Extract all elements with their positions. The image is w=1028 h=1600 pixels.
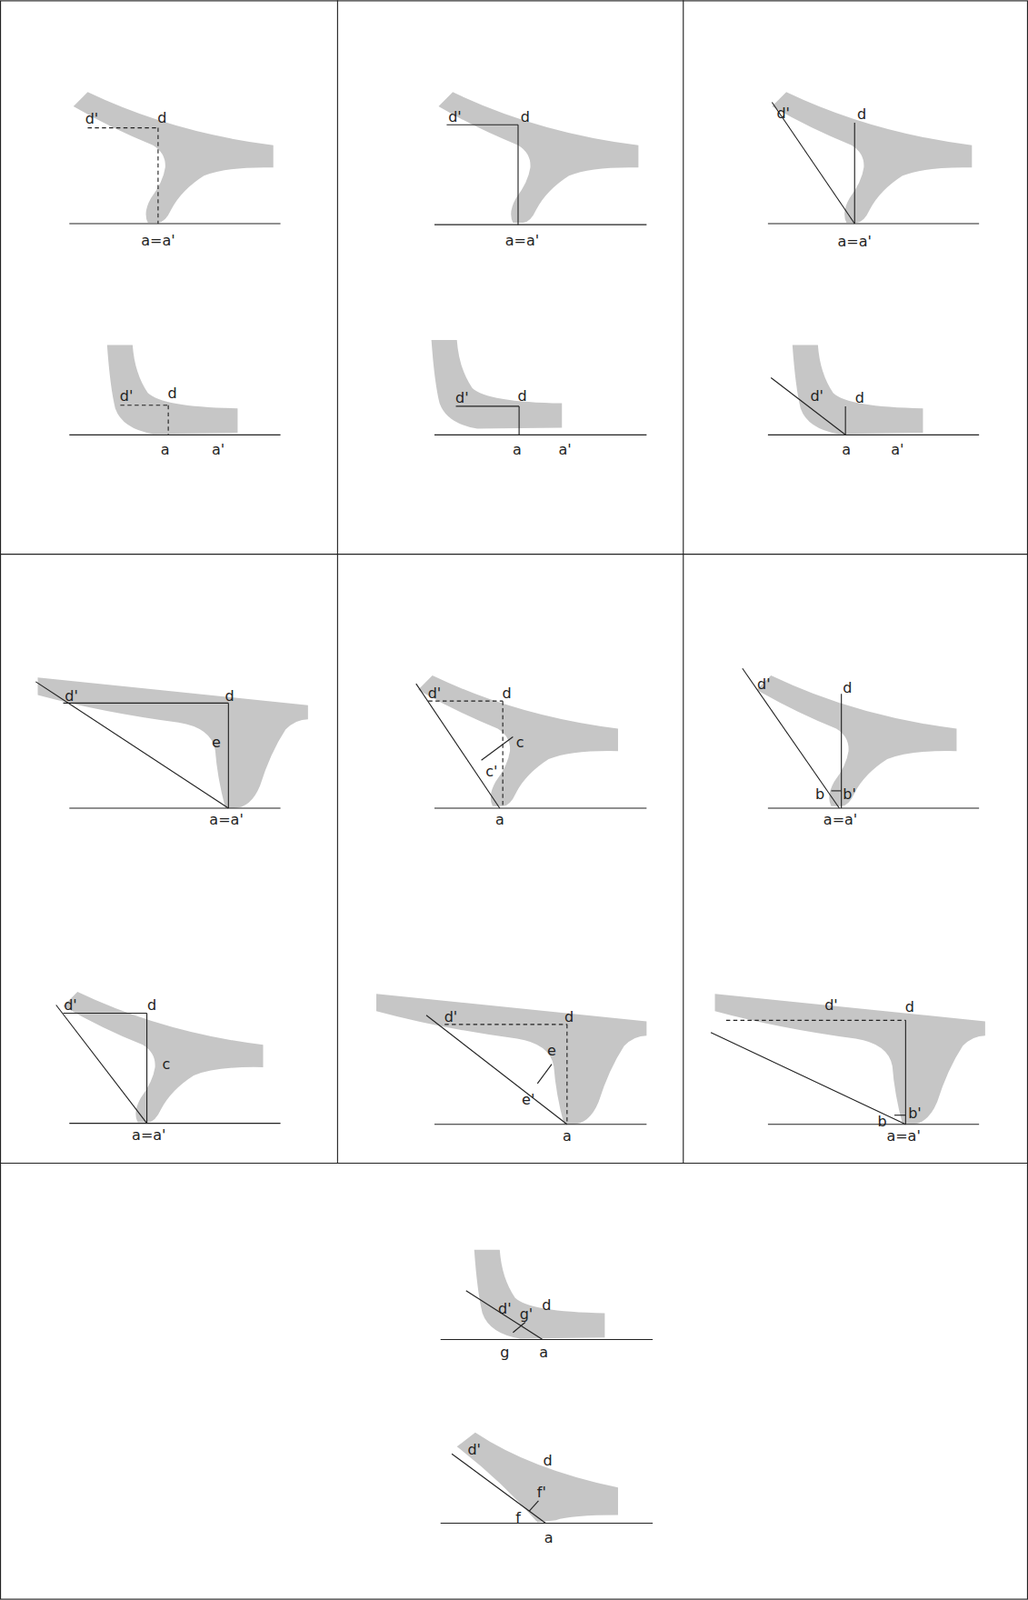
point-label: a (562, 1128, 572, 1144)
point-label: e' (521, 1092, 535, 1108)
point-label: d' (63, 998, 78, 1013)
point-label: d' (467, 1442, 481, 1458)
point-label: d' (776, 106, 790, 121)
point-label: d (842, 680, 852, 696)
point-label: a' (211, 442, 225, 458)
point-label: a (841, 442, 851, 458)
point-label: d' (428, 686, 442, 701)
point-label: d (168, 386, 178, 401)
point-label: a=a' (823, 812, 858, 828)
point-label: d (157, 110, 167, 126)
point-label: d' (448, 109, 462, 125)
point-label: a (538, 1345, 549, 1360)
point-label: a' (890, 442, 904, 458)
point-label: d (224, 688, 234, 704)
point-label: c (161, 1057, 170, 1072)
point-label: a=a' (838, 234, 872, 250)
point-label: d (855, 390, 865, 406)
point-label: a' (558, 442, 571, 458)
point-label: d (517, 389, 527, 404)
point-label: d (147, 998, 157, 1013)
point-label: e (211, 735, 221, 750)
point-label: d (857, 107, 867, 122)
point-label: d (542, 1453, 552, 1468)
point-label: f' (537, 1485, 547, 1500)
point-label: g' (519, 1307, 534, 1322)
point-label: b' (842, 787, 857, 802)
point-label: a=a' (140, 233, 175, 249)
point-label: d (541, 1297, 551, 1313)
point-label: b (815, 787, 825, 802)
point-label: e (547, 1043, 557, 1058)
point-label: b (877, 1114, 887, 1129)
point-label: d' (119, 389, 134, 404)
point-label: d' (809, 389, 824, 404)
point-label: d' (85, 111, 100, 127)
point-label: d (905, 999, 915, 1015)
point-label: d' (824, 998, 839, 1013)
point-label: d' (64, 688, 79, 704)
point-label: a=a' (131, 1127, 166, 1143)
point-label: a (544, 1530, 554, 1546)
point-label: a (495, 812, 505, 828)
point-label: c (516, 735, 525, 750)
point-label: a (512, 442, 522, 458)
point-label: a (160, 442, 170, 458)
point-label: d' (444, 1009, 459, 1025)
point-label: a=a' (505, 233, 539, 249)
point-label: d (564, 1009, 574, 1025)
point-label: b' (908, 1106, 922, 1121)
point-label: d (520, 109, 530, 125)
point-label: d' (498, 1301, 512, 1317)
point-label: c' (485, 764, 498, 779)
point-label: g (499, 1345, 510, 1360)
point-label: d' (757, 677, 771, 692)
point-label: d (502, 686, 512, 701)
point-label: a=a' (886, 1128, 920, 1144)
point-label: d' (455, 390, 470, 406)
point-label: a=a' (209, 812, 243, 828)
point-label: f (515, 1510, 521, 1526)
